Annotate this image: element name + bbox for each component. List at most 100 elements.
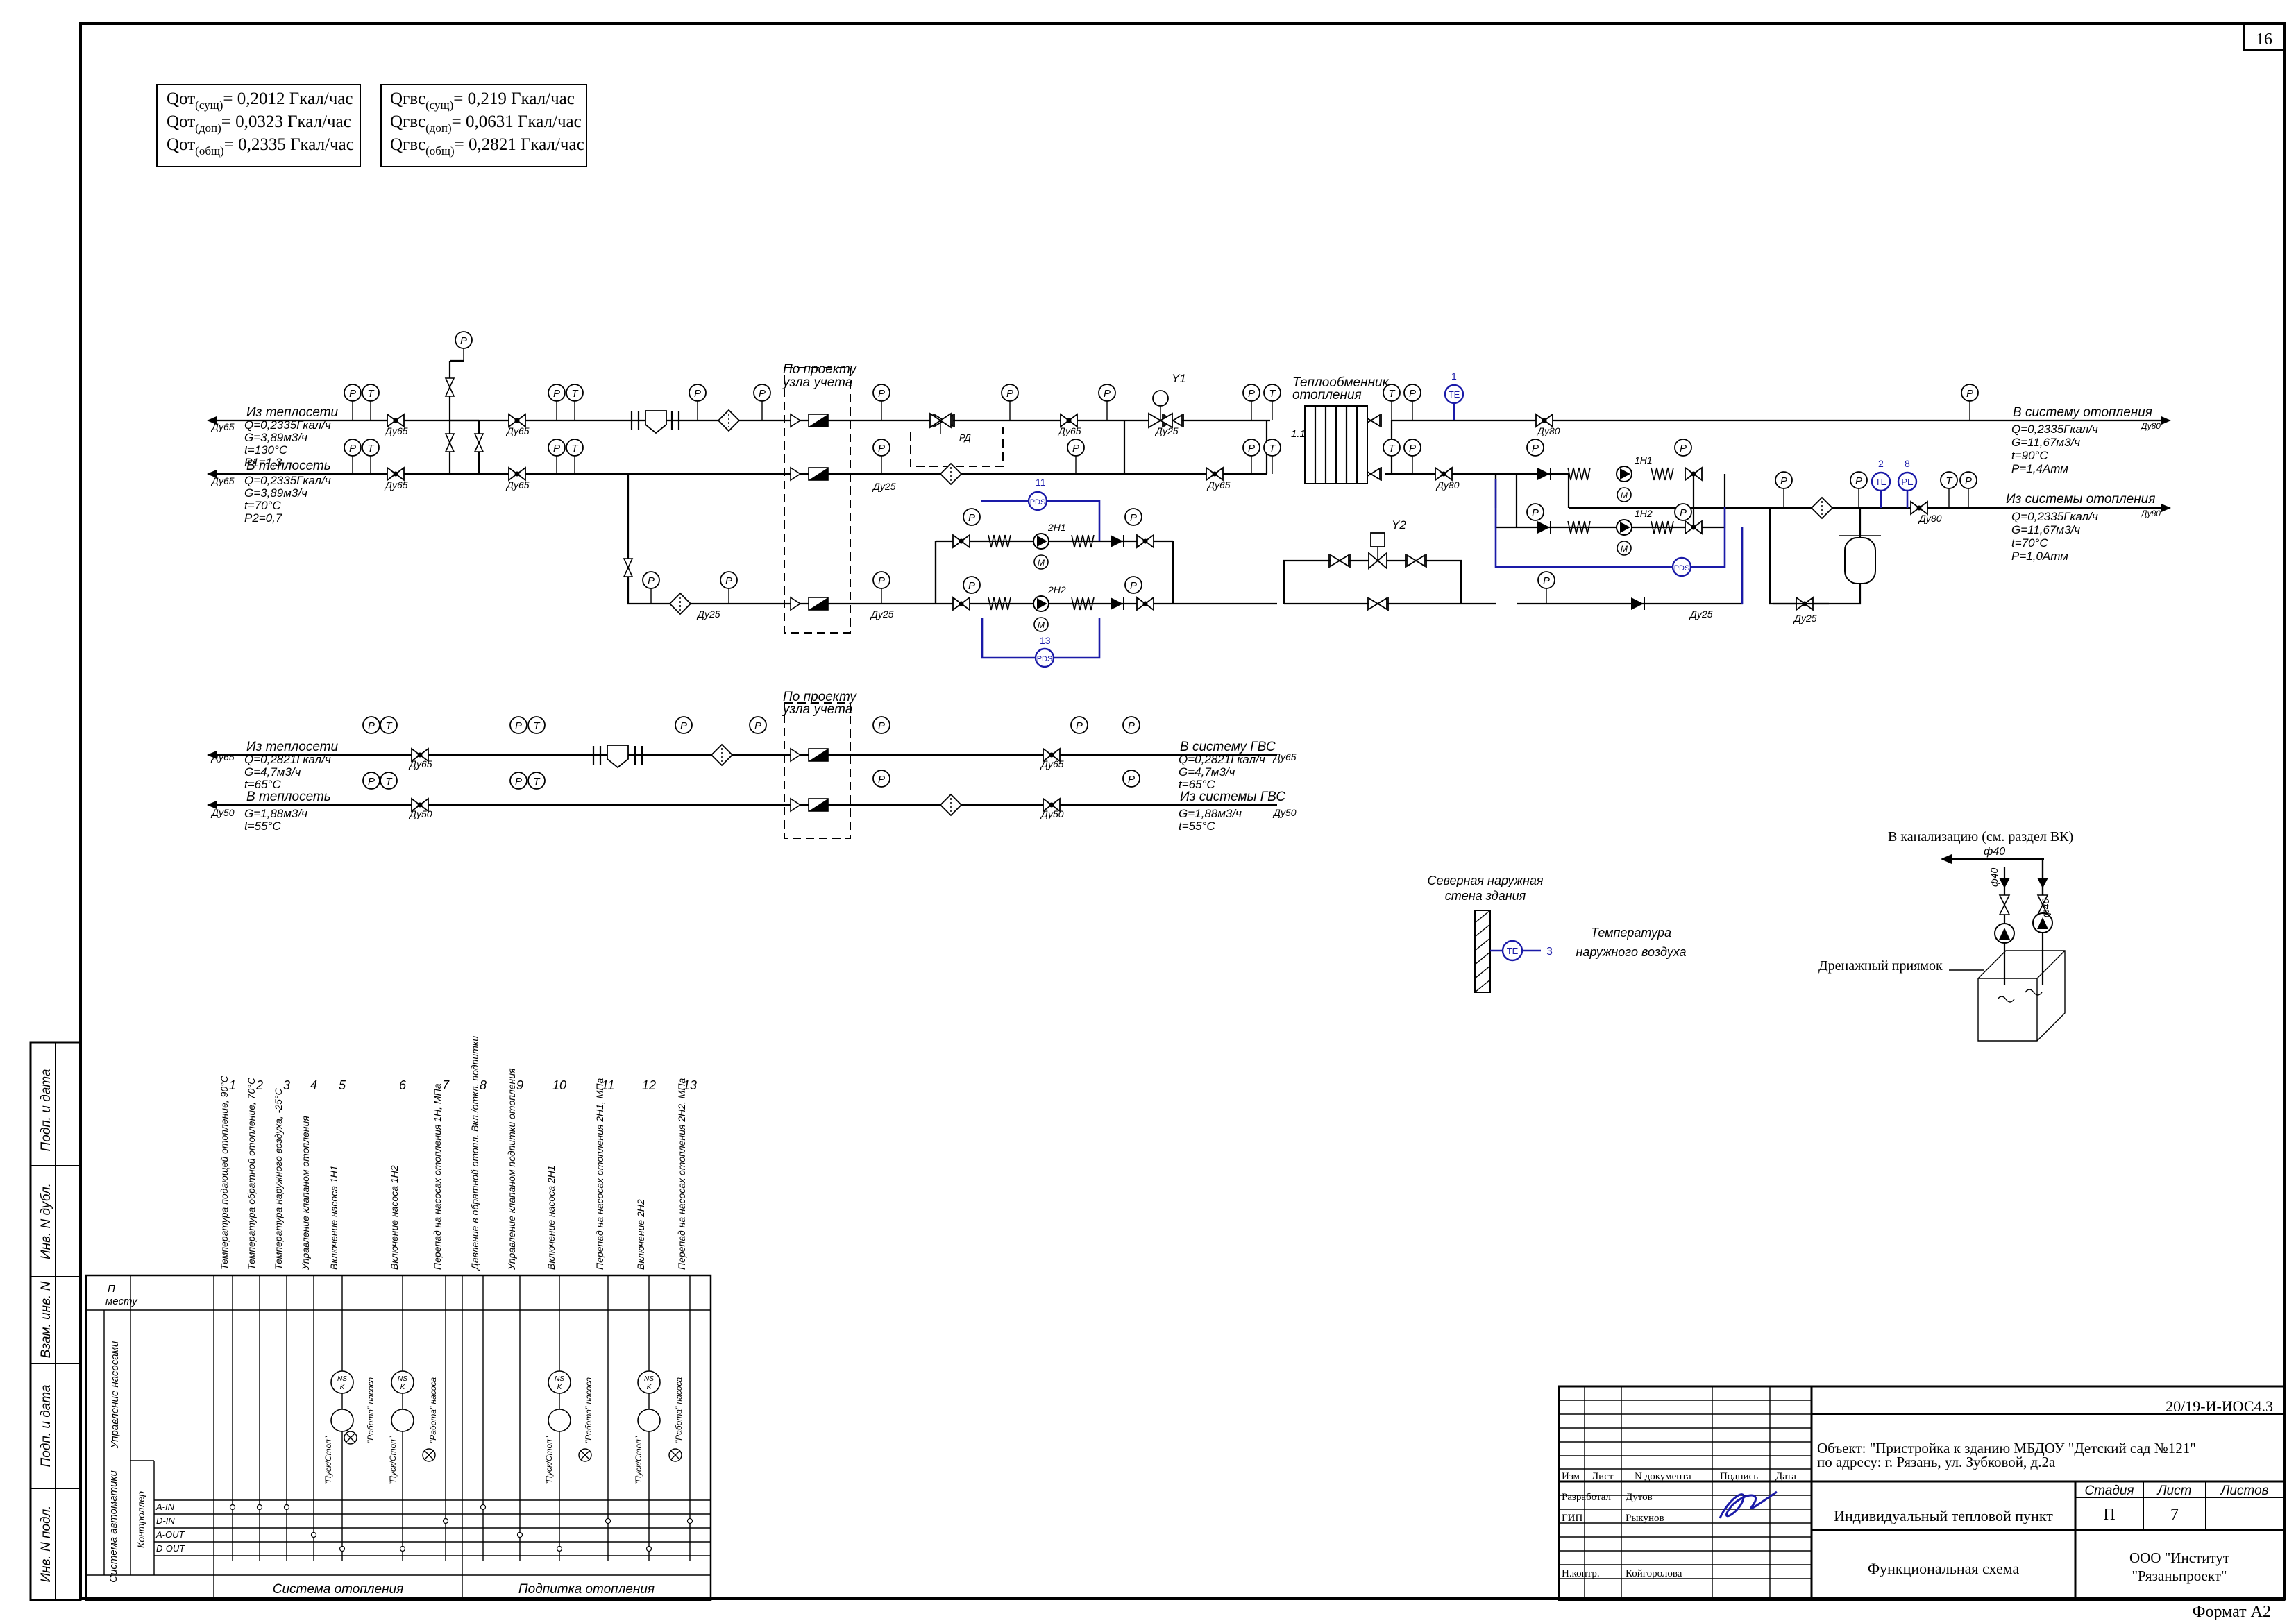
svg-text:G=3,89м3/ч: G=3,89м3/ч [244, 486, 307, 500]
svg-text:Y1: Y1 [1172, 372, 1186, 385]
svg-text:G=1,88м3/ч: G=1,88м3/ч [244, 807, 307, 820]
svg-text:P: P [1130, 512, 1137, 524]
svg-text:Ду65: Ду65 [210, 751, 235, 763]
svg-text:Перепад на насосах отопления 1: Перепад на насосах отопления 1Н, МПа [432, 1083, 443, 1270]
svg-text:Дренажный приямок: Дренажный приямок [1818, 958, 1943, 974]
svg-text:ф40: ф40 [2040, 899, 2051, 917]
dhw-valves [411, 744, 1061, 816]
svg-text:Перепад на насосах отопления 2: Перепад на насосах отопления 2Н2, МПа [676, 1078, 687, 1270]
svg-text:Лист: Лист [2156, 1484, 2192, 1498]
svg-text:Ду80: Ду80 [2140, 421, 2161, 431]
svg-text:По проекту: По проекту [783, 362, 857, 377]
svg-text:В теплосеть: В теплосеть [246, 790, 331, 804]
svg-text:P: P [878, 388, 885, 400]
svg-text:Q=0,2335Гкал/ч: Q=0,2335Гкал/ч [244, 418, 331, 432]
svg-text:Ду65: Ду65 [505, 479, 530, 491]
svg-text:Q=0,2821Гкал/ч: Q=0,2821Гкал/ч [1179, 753, 1265, 766]
svg-text:t=65°C: t=65°C [1179, 778, 1215, 791]
svg-text:M: M [1038, 620, 1045, 630]
svg-text:Управление насосами: Управление насосами [109, 1341, 121, 1449]
svg-text:M: M [1621, 491, 1628, 500]
svg-text:Ду65: Ду65 [210, 475, 235, 486]
svg-text:Включение насоса 1Н2: Включение насоса 1Н2 [389, 1165, 400, 1270]
svg-text:наружного воздуха: наружного воздуха [1576, 945, 1686, 959]
svg-text:TE: TE [1449, 389, 1460, 400]
svg-text:NS: NS [337, 1375, 347, 1383]
svg-text:K: K [400, 1384, 406, 1391]
svg-text:Температура обратной отопление: Температура обратной отопление, 70°С [246, 1077, 257, 1270]
svg-text:Ду50: Ду50 [408, 808, 432, 819]
svg-text:T: T [571, 443, 579, 454]
svg-text:Ду50: Ду50 [1272, 807, 1297, 818]
svg-text:P: P [759, 388, 766, 400]
svg-text:Н.контр.: Н.контр. [1562, 1568, 1600, 1579]
svg-text:P: P [878, 720, 885, 732]
svg-text:Ду50: Ду50 [210, 807, 235, 818]
svg-text:Лист: Лист [1592, 1471, 1614, 1482]
svg-text:T: T [1388, 388, 1396, 400]
svg-text:узла учета: узла учета [782, 375, 852, 390]
svg-text:PE: PE [1901, 477, 1914, 487]
svg-text:t=70°C: t=70°C [244, 499, 281, 512]
heating-loads: Qот(сущ)= 0,2012 Гкал/час Qот(доп)= 0,03… [167, 90, 354, 158]
svg-text:"Работа" насоса: "Работа" насоса [584, 1377, 593, 1443]
svg-text:ф40: ф40 [1989, 868, 2000, 887]
svg-text:A-IN: A-IN [155, 1502, 175, 1512]
svg-text:Инв. N дубл.: Инв. N дубл. [39, 1183, 53, 1259]
dhw-supply-out: В систему ГВС Q=0,2821Гкал/ч G=4,7м3/ч t… [1179, 740, 1276, 791]
svg-text:Рыкунов: Рыкунов [1626, 1513, 1664, 1524]
heating-gauges: P T P T P P T [344, 331, 1979, 604]
svg-text:P: P [694, 388, 701, 400]
svg-text:Давление в обратной отопл. Вкл: Давление в обратной отопл. Вкл./откл. по… [469, 1036, 480, 1271]
svg-text:TE: TE [1507, 946, 1519, 956]
svg-text:T: T [1388, 443, 1396, 454]
svg-text:Ду65: Ду65 [1272, 751, 1297, 763]
svg-text:по адресу: г. Рязань, ул. Зубк: по адресу: г. Рязань, ул. Зубковой, д.2а [1817, 1454, 2056, 1470]
svg-text:G=11,67м3/ч: G=11,67м3/ч [2011, 436, 2080, 449]
dhw-return-out: В теплосеть G=1,88м3/ч t=55°C [244, 790, 331, 833]
pds-sensors: PDS 11 PDS 13 PDS [1027, 477, 1692, 668]
heating-supply-in: Из теплосети Q=0,2335Гкал/ч G=3,89м3/ч t… [244, 405, 339, 469]
svg-text:Дата: Дата [1775, 1471, 1796, 1482]
svg-text:t=55°C: t=55°C [244, 819, 281, 833]
svg-text:Инв. N подл.: Инв. N подл. [39, 1505, 53, 1582]
svg-text:Qгвс(сущ)= 0,219 Гкал/час: Qгвс(сущ)= 0,219 Гкал/час [390, 90, 575, 112]
svg-text:Контроллер: Контроллер [135, 1491, 146, 1548]
svg-text:P: P [368, 776, 375, 788]
svg-text:P: P [878, 443, 885, 454]
svg-text:месту: месту [105, 1295, 138, 1307]
format-label: Формат А2 [2193, 1603, 2271, 1621]
svg-text:Ду65: Ду65 [384, 479, 408, 491]
svg-text:P: P [1006, 388, 1013, 400]
svg-text:стена здания: стена здания [1445, 889, 1526, 903]
svg-text:t=55°C: t=55°C [1179, 819, 1215, 833]
svg-text:P: P [1409, 443, 1416, 454]
svg-text:Включение насоса 2Н1: Включение насоса 2Н1 [546, 1165, 557, 1270]
svg-text:T: T [367, 443, 375, 454]
svg-text:Управление клапаном подпитки о: Управление клапаном подпитки отопления [506, 1068, 517, 1271]
svg-text:Qот(общ)= 0,2335 Гкал/час: Qот(общ)= 0,2335 Гкал/час [167, 135, 354, 158]
svg-text:T: T [533, 720, 541, 732]
svg-text:Ду25: Ду25 [870, 609, 894, 620]
svg-text:NS: NS [398, 1375, 407, 1383]
svg-text:Ду80: Ду80 [2140, 509, 2161, 518]
svg-text:PDS: PDS [1037, 655, 1053, 663]
svg-text:В теплосеть: В теплосеть [246, 459, 331, 473]
svg-text:P: P [1965, 475, 1972, 487]
heating-flow-meters [790, 414, 829, 611]
svg-text:"Пуск/Стоп": "Пуск/Стоп" [323, 1436, 333, 1485]
drainage: В канализацию (см. раздел ВК) ф40 ф40 ф4… [1818, 829, 2073, 1042]
svg-text:8: 8 [1905, 458, 1910, 469]
svg-text:PDS: PDS [1674, 564, 1690, 572]
svg-text:12: 12 [642, 1078, 656, 1092]
svg-text:P: P [1076, 720, 1083, 732]
svg-text:G=3,89м3/ч: G=3,89м3/ч [244, 431, 307, 444]
svg-text:"Работа" насоса: "Работа" насоса [366, 1377, 375, 1443]
expansion-tank [1773, 535, 1881, 605]
svg-text:N документа: N документа [1635, 1471, 1691, 1482]
svg-text:2: 2 [255, 1078, 263, 1092]
svg-text:Из системы отопления: Из системы отопления [2006, 492, 2155, 507]
svg-text:Qгвс(доп)= 0,0631 Гкал/час: Qгвс(доп)= 0,0631 Гкал/час [390, 112, 582, 135]
svg-text:Ду65: Ду65 [408, 758, 432, 770]
svg-text:P: P [1128, 774, 1135, 785]
